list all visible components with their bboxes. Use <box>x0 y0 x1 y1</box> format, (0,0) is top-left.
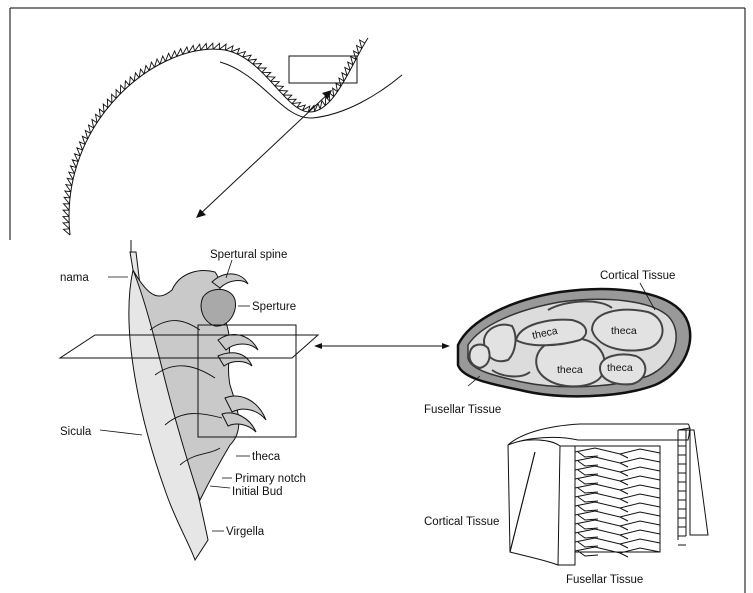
fusellar-ring <box>575 520 660 530</box>
fusellar-ring <box>575 493 660 503</box>
section-label-theca-1: theca <box>611 325 637 337</box>
detail-box <box>289 56 357 83</box>
fusellar-ring <box>575 448 660 458</box>
section-arrow <box>314 343 450 349</box>
wall-structure <box>508 424 708 565</box>
fusellar-ring <box>575 475 660 485</box>
section-label-theca-4: theca <box>607 362 633 374</box>
fusellar-ring <box>575 457 660 467</box>
label-fusellar-tissue-bottom: Fusellar Tissue <box>566 574 643 586</box>
label-virgella: Virgella <box>226 526 265 538</box>
fusellar-ring <box>575 529 660 539</box>
label-sperture: Sperture <box>252 301 296 313</box>
label-cortical-tissue-top: Cortical Tissue <box>600 270 675 282</box>
label-initial-bud: Initial Bud <box>232 486 283 498</box>
label-cortical-tissue-bottom: Cortical Tissue <box>424 516 499 528</box>
thecal-teeth <box>63 40 365 235</box>
sperture-shape <box>201 289 235 326</box>
section-label-theca-3: theca <box>557 364 583 376</box>
magnify-arrow <box>196 90 332 218</box>
rhabdosome-curve <box>63 38 402 235</box>
label-primary-notch: Primary notch <box>235 473 306 485</box>
label-fusellar-tissue-top: Fusellar Tissue <box>424 404 501 416</box>
fusellar-ring <box>575 484 660 494</box>
label-spertural-spine: Spertural spine <box>210 249 287 261</box>
fusellar-ring <box>575 511 660 521</box>
label-theca: theca <box>252 451 281 463</box>
theca-tooth-row <box>63 40 365 235</box>
graptolite-body <box>129 240 266 560</box>
cross-section <box>458 289 690 396</box>
fusellar-ring <box>575 502 660 512</box>
label-sicula: Sicula <box>60 426 92 438</box>
label-nama: nama <box>60 272 89 284</box>
fusellar-ring <box>575 538 660 548</box>
fusellar-ring <box>575 466 660 476</box>
